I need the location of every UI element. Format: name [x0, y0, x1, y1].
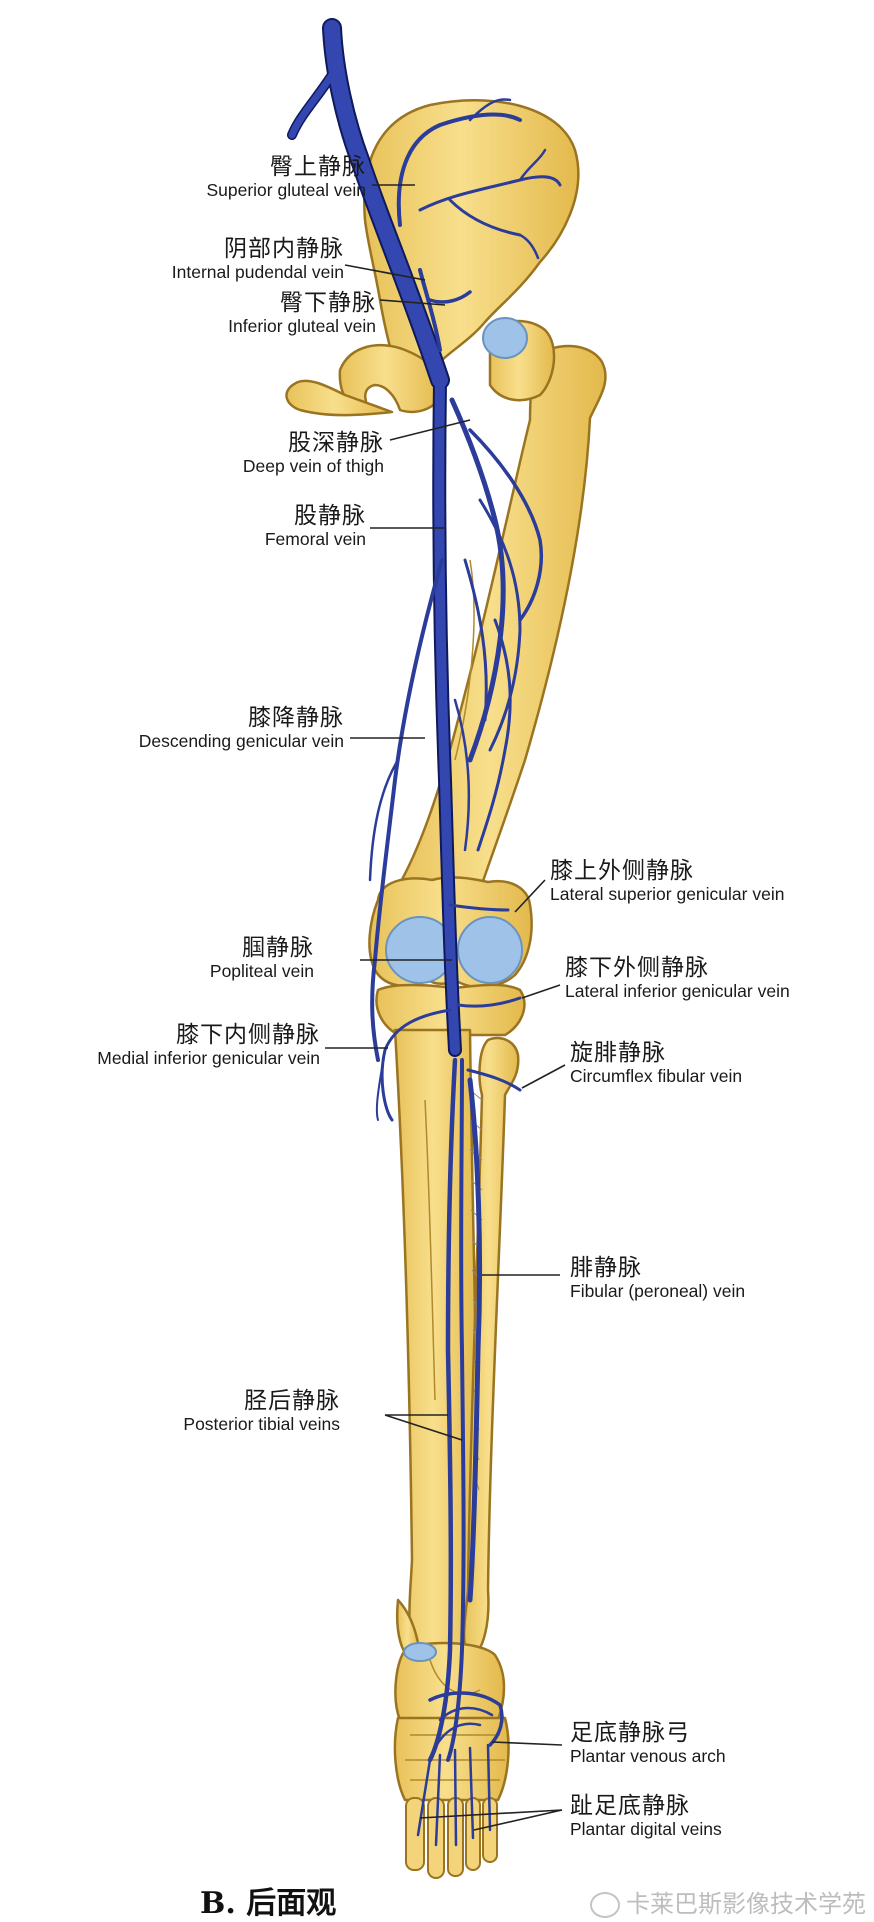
label-zh: 胫后静脉: [244, 1388, 340, 1414]
label-medial-inferior-genicular-vein: 膝下内侧静脉 Medial inferior genicular vein: [97, 1022, 320, 1069]
pubic-ramus: [285, 379, 394, 417]
label-zh: 膝下内侧静脉: [176, 1022, 320, 1048]
label-posterior-tibial-veins: 胫后静脉 Posterior tibial veins: [183, 1388, 340, 1435]
label-inferior-gluteal-vein: 臀下静脉 Inferior gluteal vein: [228, 290, 376, 337]
label-en: Popliteal vein: [209, 961, 314, 982]
label-lateral-superior-genicular-vein: 膝上外侧静脉 Lateral superior genicular vein: [550, 858, 784, 905]
label-lateral-inferior-genicular-vein: 膝下外侧静脉 Lateral inferior genicular vein: [565, 955, 790, 1002]
wechat-icon: [590, 1892, 620, 1918]
label-zh: 足底静脉弓: [570, 1720, 690, 1746]
label-zh: 膝下外侧静脉: [565, 955, 709, 981]
label-en: Deep vein of thigh: [242, 456, 384, 477]
label-deep-vein-of-thigh: 股深静脉 Deep vein of thigh: [243, 430, 384, 477]
label-plantar-venous-arch: 足底静脉弓 Plantar venous arch: [570, 1720, 726, 1767]
internal-pudendal-vein: [418, 268, 442, 352]
label-popliteal-vein: 腘静脉 Popliteal vein: [210, 935, 314, 982]
label-zh: 股深静脉: [288, 430, 384, 456]
label-en: Descending genicular vein: [138, 731, 344, 752]
label-zh: 腘静脉: [242, 935, 314, 961]
posterior-tibial-vein-a: [427, 1057, 458, 1763]
label-en: Fibular (peroneal) vein: [570, 1281, 746, 1302]
label-zh: 臀上静脉: [270, 154, 366, 180]
plantar-venous-arch: [428, 1691, 504, 1747]
veins: [287, 18, 562, 1847]
label-zh: 股静脉: [294, 503, 366, 529]
label-en: Lateral superior genicular vein: [550, 884, 785, 905]
label-circumflex-fibular-vein: 旋腓静脉 Circumflex fibular vein: [570, 1040, 742, 1087]
deep-vein-of-thigh: [449, 397, 506, 763]
plantar-digital-veins: [416, 1743, 492, 1847]
label-zh: 腓静脉: [570, 1255, 642, 1281]
watermark: 卡莱巴斯影像技术学苑: [590, 1884, 866, 1919]
posterior-tibial-vein-b: [446, 1058, 466, 1762]
label-en: Superior gluteal vein: [206, 180, 366, 201]
iliac-branch: [288, 66, 339, 139]
descending-genicular-vein: [370, 558, 444, 1062]
circumflex-fibular-vein: [466, 1068, 522, 1092]
label-en: Plantar digital veins: [570, 1819, 722, 1840]
leader-lines: [325, 184, 566, 1831]
ankle-cartilage: [403, 1642, 437, 1662]
femoral-head-cartilage: [482, 317, 528, 359]
label-zh: 趾足底静脉: [570, 1793, 690, 1819]
label-en: Inferior gluteal vein: [228, 316, 376, 337]
lateral-inferior-genicular-vein: [456, 996, 522, 1008]
label-internal-pudendal-vein: 阴部内静脉 Internal pudendal vein: [172, 236, 344, 283]
tibia: [393, 1028, 481, 1663]
label-en: Internal pudendal vein: [171, 262, 344, 283]
label-superior-gluteal-vein: 臀上静脉 Superior gluteal vein: [206, 154, 366, 201]
cartilage: [385, 317, 528, 1662]
label-en: Posterior tibial veins: [183, 1414, 340, 1435]
lateral-condyle-cartilage: [457, 916, 523, 984]
figure-caption: B. 后面观: [200, 1886, 337, 1921]
fibular-vein: [467, 1077, 483, 1603]
label-en: Medial inferior genicular vein: [97, 1048, 320, 1069]
superior-gluteal-vein: [396, 112, 522, 227]
watermark-text: 卡莱巴斯影像技术学苑: [626, 1890, 866, 1918]
internal-iliac-vein: [324, 20, 448, 388]
label-plantar-digital-veins: 趾足底静脉 Plantar digital veins: [570, 1793, 722, 1840]
label-en: Plantar venous arch: [570, 1746, 726, 1767]
label-fibular-vein: 腓静脉 Fibular (peroneal) vein: [570, 1255, 745, 1302]
label-descending-genicular-vein: 膝降静脉 Descending genicular vein: [139, 705, 344, 752]
label-en: Lateral inferior genicular vein: [565, 981, 790, 1002]
label-en: Circumflex fibular vein: [570, 1066, 743, 1087]
label-zh: 膝上外侧静脉: [550, 858, 694, 884]
label-en: Femoral vein: [264, 529, 366, 550]
femoral-vein: [434, 375, 460, 1055]
toes: [405, 1797, 498, 1879]
inferior-gluteal-vein: [428, 290, 472, 304]
label-zh: 膝降静脉: [248, 705, 344, 731]
label-zh: 臀下静脉: [280, 290, 376, 316]
lateral-superior-genicular-vein: [448, 903, 510, 912]
label-zh: 旋腓静脉: [570, 1040, 666, 1066]
label-femoral-vein: 股静脉 Femoral vein: [265, 503, 366, 550]
label-zh: 阴部内静脉: [224, 236, 344, 262]
